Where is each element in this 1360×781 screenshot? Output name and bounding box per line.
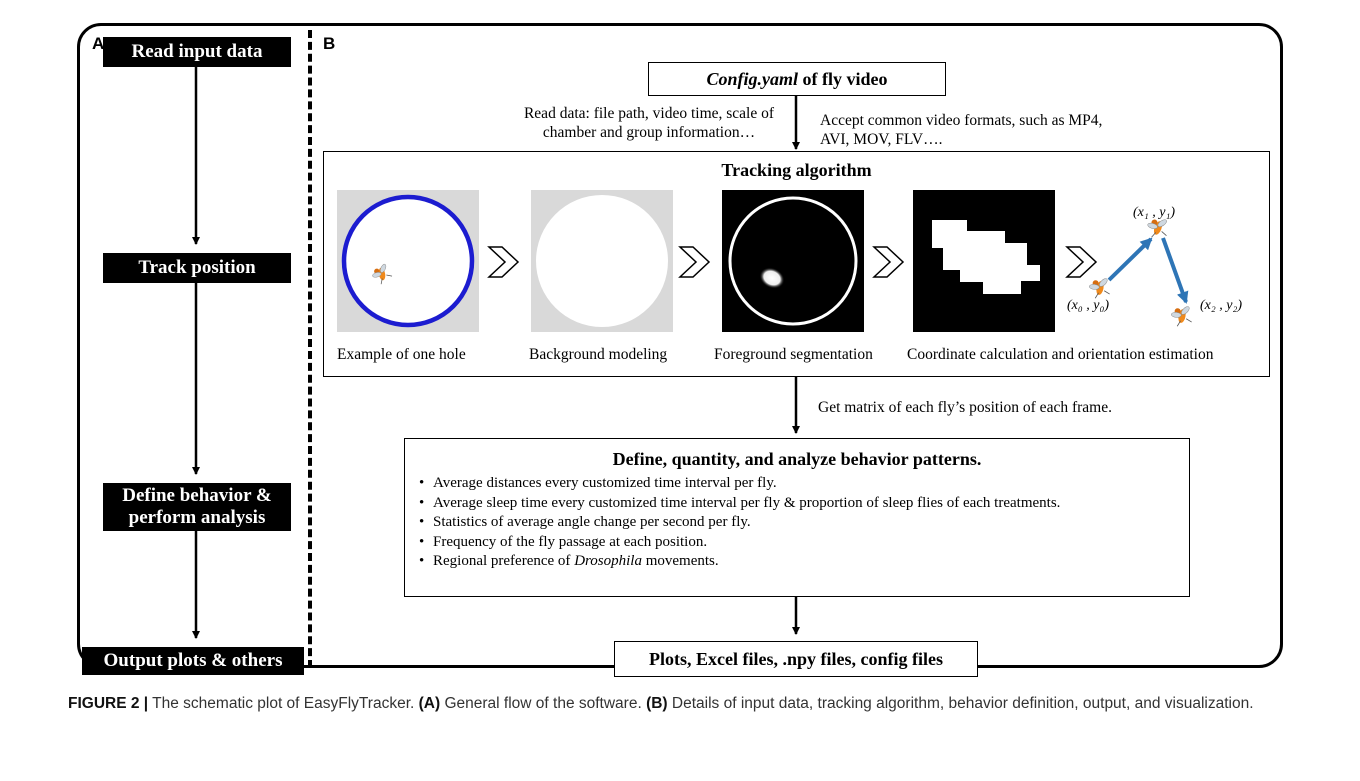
bullet-item: Statistics of average angle change per s… xyxy=(419,513,1175,533)
coordinate-mask xyxy=(932,220,1040,294)
figure-caption: FIGURE 2 | The schematic plot of EasyFly… xyxy=(68,692,1298,715)
bullet-item: Frequency of the fly passage at each pos… xyxy=(419,533,1175,553)
accept-formats-note: Accept common video formats, such as MP4… xyxy=(820,112,1103,148)
label-background-modeling: Background modeling xyxy=(529,346,668,363)
chevron-icon-3 xyxy=(873,246,904,278)
panel-divider xyxy=(308,30,312,668)
foreground-image-bg xyxy=(722,190,864,332)
background-disk xyxy=(536,195,668,327)
step-define-behavior: Define behavior & perform analysis xyxy=(103,483,291,531)
bullet-item: Average sleep time every customized time… xyxy=(419,494,1175,514)
caption-text1: The schematic plot of EasyFlyTracker. xyxy=(148,695,419,712)
bullet5-pre: Regional preference of xyxy=(433,553,575,569)
config-filename: Config.yaml xyxy=(706,68,798,89)
caption-text2: General flow of the software. xyxy=(440,695,647,712)
bullet-item: Regional preference of Drosophila moveme… xyxy=(419,552,1175,572)
foreground-ring xyxy=(728,196,858,326)
tracking-title: Tracking algorithm xyxy=(721,160,872,180)
bullet5-italic: Drosophila xyxy=(574,553,642,569)
analysis-bullets: Average distances every customized time … xyxy=(419,474,1175,572)
config-rest: of fly video xyxy=(798,68,888,89)
coord-label-2: (x₂ , y₂) xyxy=(1200,298,1242,313)
analysis-title: Define, quantity, and analyze behavior p… xyxy=(612,449,982,469)
bullet-item: Average distances every customized time … xyxy=(419,474,1175,494)
chevron-icon-2 xyxy=(679,246,710,278)
fly-icon-2 xyxy=(1168,303,1196,329)
step-track-position: Track position xyxy=(103,253,291,283)
caption-b-label: (B) xyxy=(646,695,668,712)
output-box: Plots, Excel files, .npy files, config f… xyxy=(614,641,978,677)
caption-text3: Details of input data, tracking algorith… xyxy=(667,695,1254,712)
foreground-blob xyxy=(759,267,785,289)
matrix-note: Get matrix of each fly’s position of eac… xyxy=(818,399,1112,416)
bullet5-post: movements. xyxy=(641,553,719,569)
config-box: Config.yaml of fly video xyxy=(648,62,946,96)
trajectory-arrow-2 xyxy=(1161,237,1189,304)
coord-label-0: (x₀ , y₀) xyxy=(1067,298,1109,313)
chevron-icon-4 xyxy=(1066,246,1097,278)
caption-label: FIGURE 2 | xyxy=(68,695,149,712)
read-data-note: Read data: file path, video time, scale … xyxy=(523,105,775,141)
label-coordinate-calculation: Coordinate calculation and orientation e… xyxy=(907,346,1214,363)
label-example-hole: Example of one hole xyxy=(337,346,466,363)
caption-a-label: (A) xyxy=(418,695,441,712)
coord-label-1: (x₁ , y₁) xyxy=(1133,205,1175,220)
panel-b-label: B xyxy=(323,34,336,53)
analysis-box: Define, quantity, and analyze behavior p… xyxy=(404,438,1190,597)
hole-ring xyxy=(341,194,475,328)
trajectory-arrow-1 xyxy=(1107,237,1153,282)
label-foreground-segmentation: Foreground segmentation xyxy=(714,346,873,363)
panel-a-label: A xyxy=(92,34,105,53)
step-read-input: Read input data xyxy=(103,37,291,67)
step-output: Output plots & others xyxy=(82,647,304,675)
chevron-icon-1 xyxy=(488,246,519,278)
